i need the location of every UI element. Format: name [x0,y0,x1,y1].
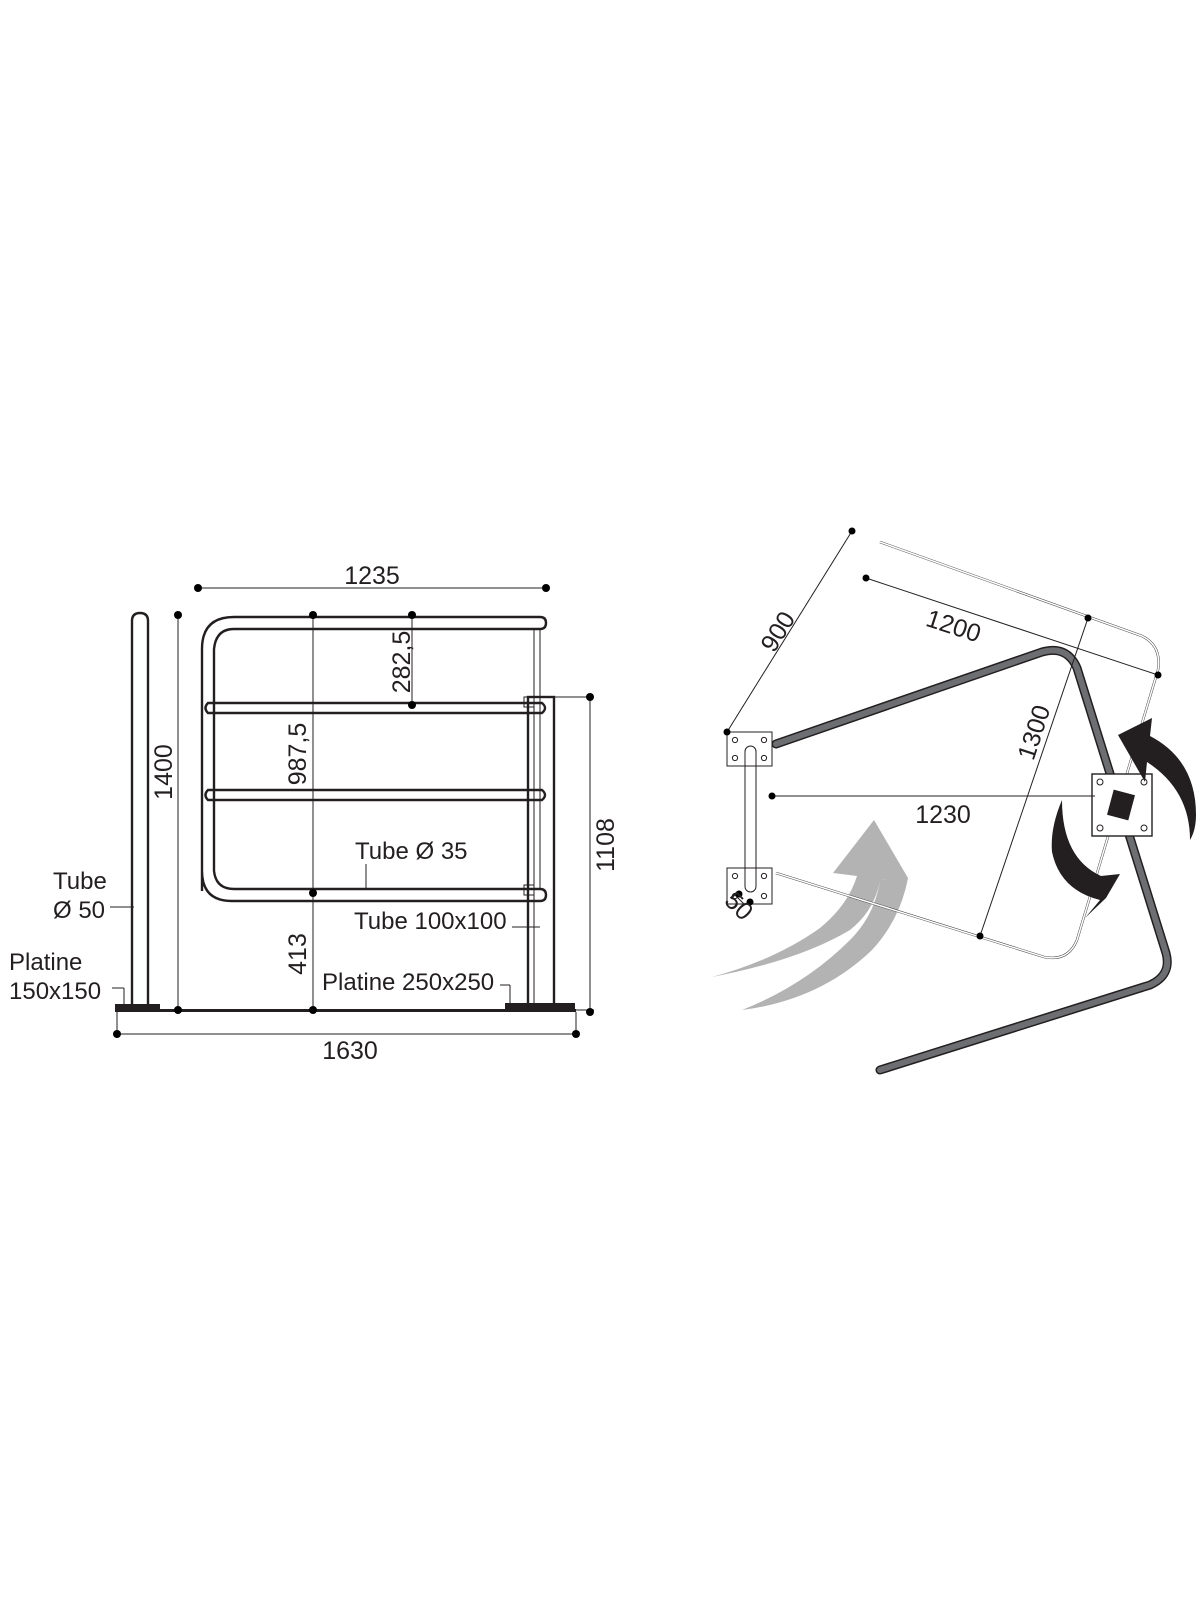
dim-top-width: 1235 [344,562,400,590]
dim-total-width: 1630 [322,1037,378,1065]
left-post [130,611,150,1009]
top-dimension-dots [723,527,1162,940]
dim-length-1300: 1300 [1012,702,1056,764]
dim-diag-900: 900 [755,607,801,657]
right-post [523,695,556,1011]
label-tube-100: Tube 100x100 [354,908,507,935]
label-tube-35: Tube Ø 35 [355,838,468,865]
front-dimension-dots [113,584,594,1038]
rotate-clockwise-icon [1118,718,1196,840]
dim-post-height: 1108 [592,818,620,872]
curved-arrow-icon [712,820,908,1010]
gate-open-position [771,645,1172,1075]
base-plate-150 [115,1004,160,1009]
label-tube-50-line1: Tube [53,868,107,895]
ground-line [115,1009,576,1012]
rotate-counterclockwise-icon [1051,800,1120,918]
front-view: 1235 282,5 1400 987,5 413 1108 1630 Tube… [9,562,620,1065]
dim-offset-50: 50 [719,887,758,926]
dim-inner-height: 987,5 [284,723,312,786]
label-tube-50-line2: Ø 50 [53,897,105,924]
front-leader-lines [110,864,540,1006]
top-view: 900 1200 1300 1230 50 [712,527,1196,1075]
label-platine-150-line2: 150x150 [9,978,101,1005]
dim-total-height: 1400 [150,744,178,800]
base-plate-250 [505,1003,575,1009]
front-dimension-lines [116,587,594,1036]
label-platine-150-line1: Platine [9,949,82,976]
dim-bottom-gap: 413 [284,933,312,975]
hinge-plate [1091,773,1153,837]
wall-plates [726,731,773,905]
dim-width-1200: 1200 [923,604,985,648]
top-dimension-lines [726,530,1159,937]
label-platine-250: Platine 250x250 [322,969,494,996]
dim-span-1230: 1230 [915,801,971,829]
dim-top-rail-gap: 282,5 [388,631,416,694]
